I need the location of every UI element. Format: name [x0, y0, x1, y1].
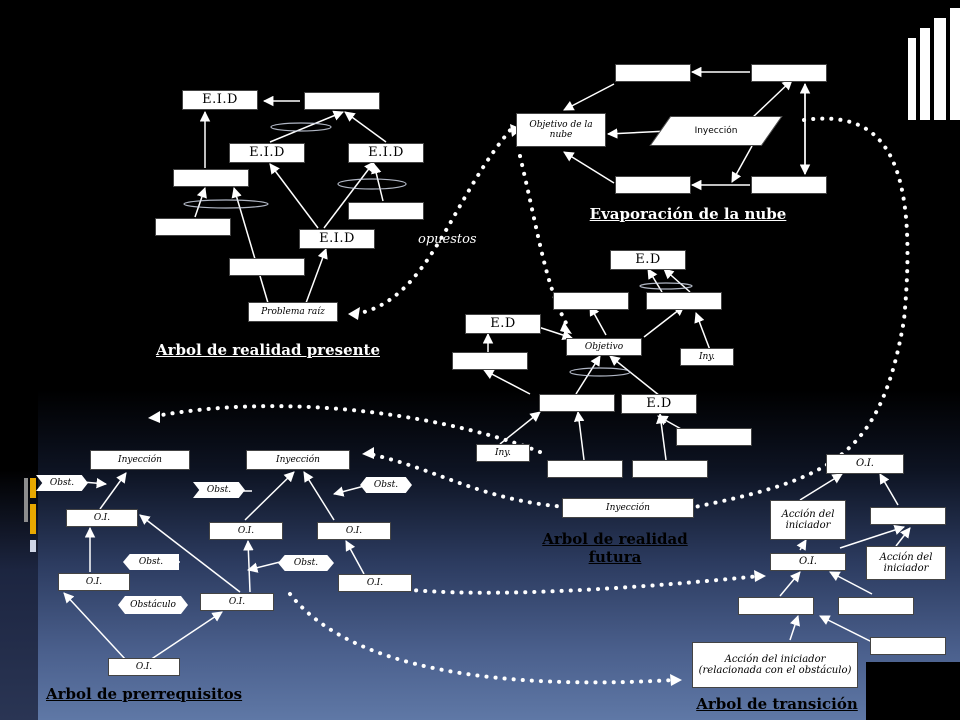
accent-bar-yellow	[30, 478, 36, 498]
obstacle-tag: Obstáculo	[118, 596, 188, 614]
empty-node	[155, 218, 231, 236]
empty-node	[452, 352, 528, 370]
eid-node-mid-right: E.I.D	[348, 143, 424, 163]
empty-node	[870, 507, 946, 525]
empty-node	[304, 92, 380, 110]
empty-node	[615, 64, 691, 82]
future-reality-title: Arbol de realidad futura	[530, 530, 700, 566]
oi-node: O.I.	[338, 574, 412, 592]
oi-node: O.I.	[66, 509, 138, 527]
empty-node	[553, 292, 629, 310]
root-problem-node: Problema raíz	[248, 302, 338, 322]
cloud-evaporation-title: Evaporación de la nube	[589, 205, 787, 223]
obstacle-tag: Obst.	[36, 475, 88, 491]
eid-node-mid-left: E.I.D	[229, 143, 305, 163]
oi-node: O.I.	[58, 573, 130, 591]
oi-node: O.I.	[108, 658, 180, 676]
oi-node-top: O.I.	[826, 454, 904, 474]
initiator-action-node: Acción del iniciador	[866, 546, 946, 580]
accent-bar-white	[30, 540, 36, 552]
empty-node	[348, 202, 424, 220]
oi-node: O.I.	[200, 593, 274, 611]
obstacle-tag: Obst.	[193, 482, 245, 498]
empty-node	[229, 258, 305, 276]
cloud-injection-label: Inyección	[694, 126, 738, 136]
empty-node	[615, 176, 691, 194]
empty-node	[738, 597, 814, 615]
empty-node	[646, 292, 722, 310]
corner-block	[866, 662, 960, 720]
empty-node	[676, 428, 752, 446]
injection-node-left: Inyección	[90, 450, 190, 470]
future-objective-node: Objetivo	[566, 338, 642, 356]
iny-node-left: Iny.	[476, 444, 530, 462]
future-injection-node: Inyección	[562, 498, 694, 518]
empty-node	[539, 394, 615, 412]
ed-node-top: E.D	[610, 250, 686, 270]
opposites-annotation: opuestos	[418, 232, 477, 247]
empty-node	[751, 64, 827, 82]
present-reality-title: Arbol de realidad presente	[156, 341, 380, 359]
accent-bar-gray	[24, 478, 28, 522]
obstacle-tag: Obst.	[360, 477, 412, 493]
empty-node	[870, 637, 946, 655]
ed-node-lower: E.D	[621, 394, 697, 414]
obstacle-tag: Obst.	[123, 554, 179, 570]
oi-node: O.I.	[209, 522, 283, 540]
empty-node	[751, 176, 827, 194]
iny-node-right: Iny.	[680, 348, 734, 366]
initiator-action-related-node: Acción del iniciador (relacionada con el…	[692, 642, 858, 688]
transition-tree-title: Arbol de transición	[696, 695, 858, 713]
accent-bar-yellow-2	[30, 504, 36, 534]
empty-node	[632, 460, 708, 478]
oi-node-mid: O.I.	[770, 553, 846, 571]
window-pane-icon	[908, 8, 960, 120]
empty-node	[173, 169, 249, 187]
initiator-action-node: Acción del iniciador	[770, 500, 846, 540]
oi-node: O.I.	[317, 522, 391, 540]
ed-node-left: E.D	[465, 314, 541, 334]
future-reality-title-line1: Arbol de realidad	[542, 530, 688, 548]
prerequisite-tree-title: Arbol de prerrequisitos	[46, 685, 243, 703]
obstacle-tag: Obst.	[278, 555, 334, 571]
eid-node-bottom: E.I.D	[299, 229, 375, 249]
future-reality-title-line2: futura	[588, 548, 642, 566]
empty-node	[547, 460, 623, 478]
empty-node	[838, 597, 914, 615]
eid-node-top: E.I.D	[182, 90, 258, 110]
cloud-objective-node: Objetivo de la nube	[516, 113, 606, 147]
injection-node-right: Inyección	[246, 450, 350, 470]
